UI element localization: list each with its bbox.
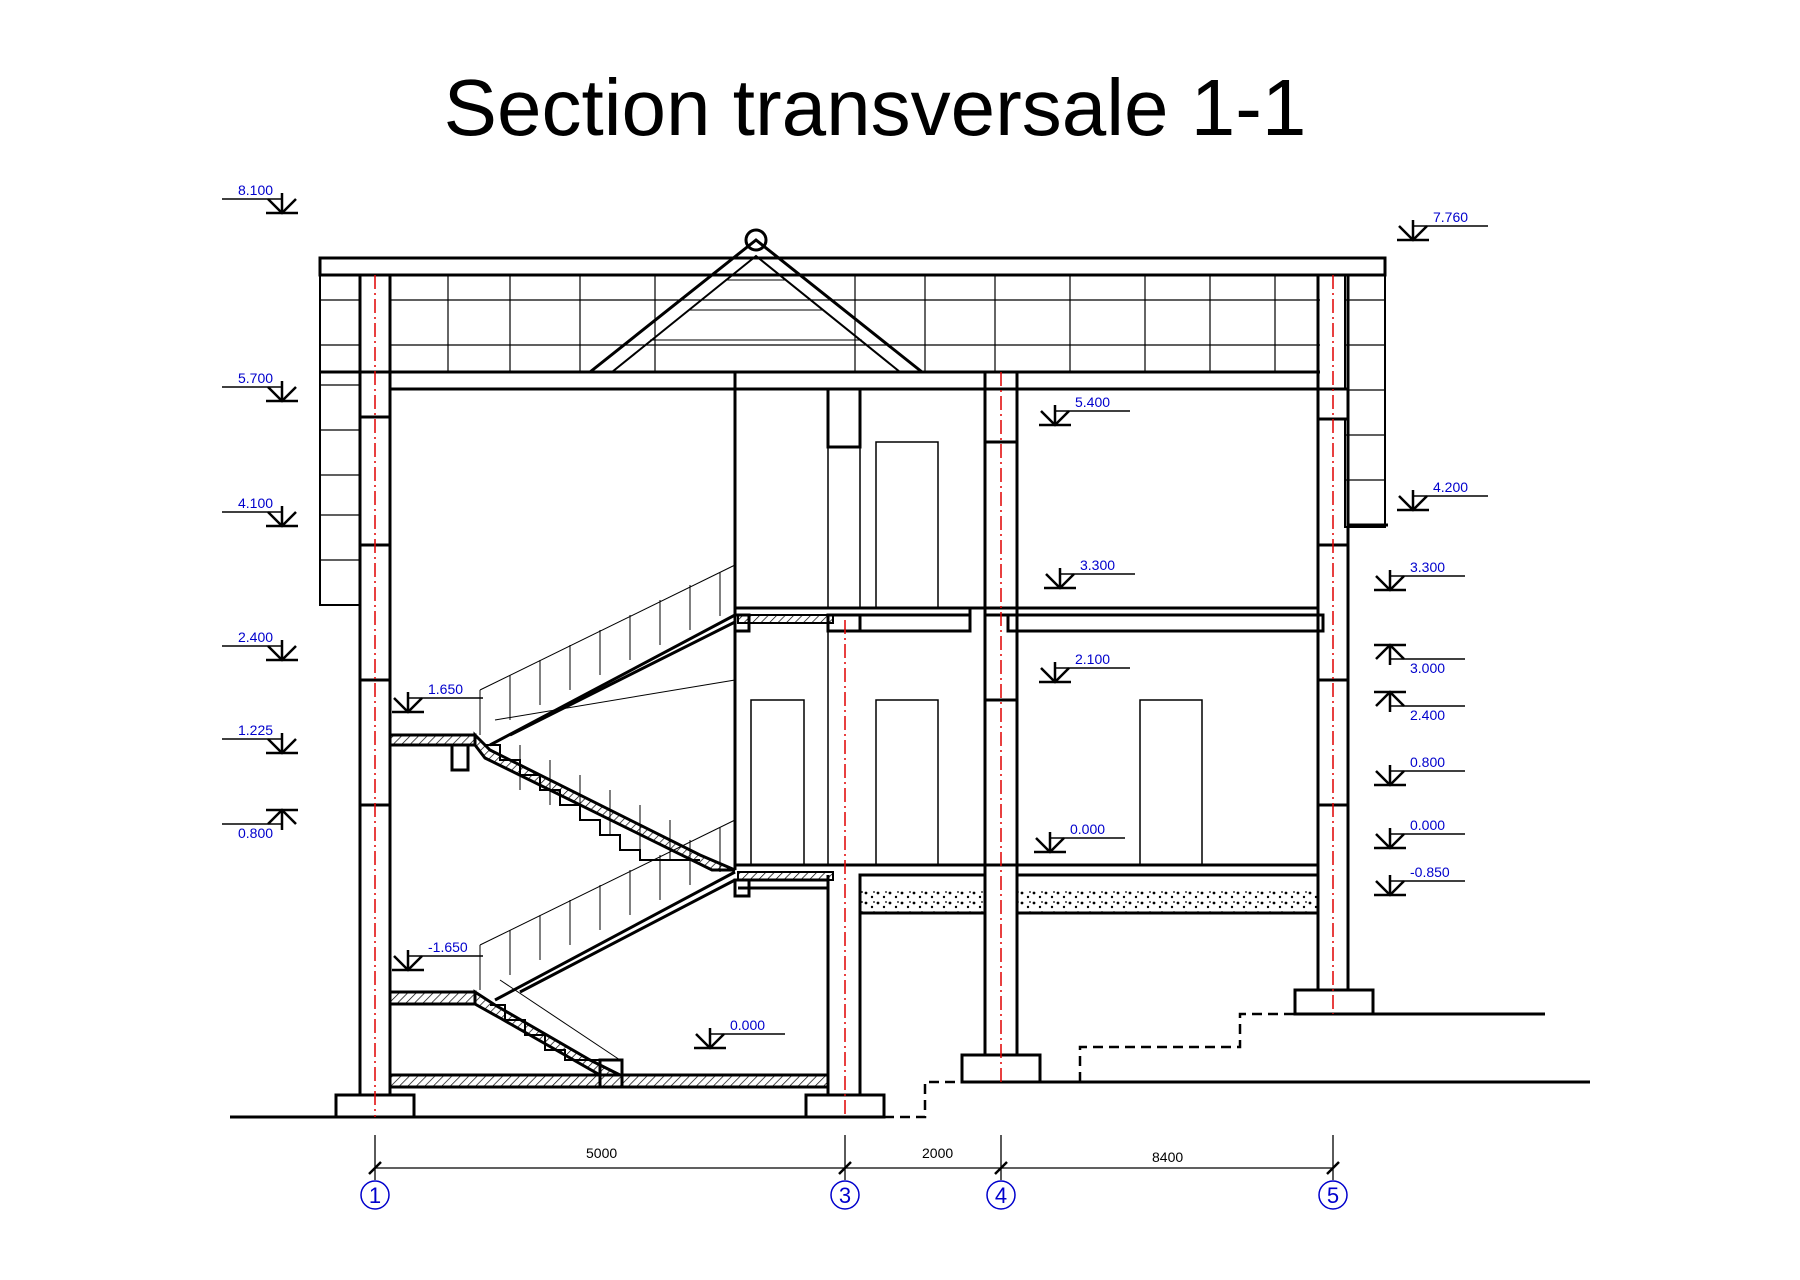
level-marker-interior-4: 1.650 [392, 681, 483, 714]
ground [230, 1012, 1590, 1119]
level-arrow [392, 950, 424, 972]
level-arrow [266, 506, 298, 528]
level-arrow [1374, 875, 1406, 897]
level-label: 2.400 [1410, 707, 1445, 723]
level-label: 5.700 [238, 370, 273, 386]
level-marker-right-4: 2.400 [1374, 690, 1465, 723]
level-label: 0.000 [1410, 817, 1445, 833]
doors [750, 441, 1203, 866]
level-label: 0.000 [730, 1017, 765, 1033]
axis-label-5: 5 [1327, 1183, 1339, 1208]
level-arrow [1374, 828, 1406, 850]
level-label: 5.400 [1075, 394, 1110, 410]
level-arrow [266, 733, 298, 755]
level-marker-interior-6: 0.000 [694, 1017, 785, 1050]
level-marker-interior-2: 2.100 [1039, 651, 1130, 684]
level-label: 0.800 [238, 825, 273, 841]
level-arrow [1397, 490, 1429, 512]
level-arrow [1034, 832, 1066, 854]
level-label: 3.000 [1410, 660, 1445, 676]
level-marker-left-0: 8.100 [222, 182, 298, 215]
axis-label-3: 3 [839, 1183, 851, 1208]
level-marker-right-3: 3.000 [1374, 643, 1465, 676]
level-marker-right-6: 0.000 [1374, 817, 1465, 850]
dim-5000: 5000 [586, 1145, 617, 1161]
level-arrow [1039, 662, 1071, 684]
level-arrow [1374, 690, 1406, 712]
level-marker-interior-5: -1.650 [392, 939, 483, 972]
wall-axis-3 [733, 372, 886, 1119]
dim-8400: 8400 [1152, 1149, 1183, 1165]
roof [318, 228, 1387, 606]
level-marker-interior-1: 3.300 [1044, 557, 1135, 590]
axis-label-1: 1 [369, 1183, 381, 1208]
level-label: -0.850 [1410, 864, 1450, 880]
level-arrow [1374, 570, 1406, 592]
level-label: 1.650 [428, 681, 463, 697]
level-arrow [1039, 405, 1071, 427]
dimension-line [368, 1135, 1340, 1180]
level-marker-left-4: 1.225 [222, 722, 298, 755]
axis-bubble-4: 4 [986, 1180, 1016, 1210]
level-arrow [266, 640, 298, 662]
level-label: -1.650 [428, 939, 468, 955]
level-marker-interior-3: 0.000 [1034, 821, 1125, 854]
level-label: 4.200 [1433, 479, 1468, 495]
level-arrow [392, 692, 424, 714]
level-marker-left-5: 0.800 [222, 808, 298, 841]
level-marker-interior-0: 5.400 [1039, 394, 1130, 427]
floor-0000 [735, 863, 1320, 915]
level-marker-left-3: 2.400 [222, 629, 298, 662]
level-label: 2.400 [238, 629, 273, 645]
level-marker-right-2: 3.300 [1374, 559, 1465, 592]
level-arrow [1374, 643, 1406, 665]
level-label: 4.100 [238, 495, 273, 511]
stairs [388, 564, 830, 1089]
level-arrow [266, 193, 298, 215]
level-marker-right-5: 0.800 [1374, 754, 1465, 787]
axis-bubble-3: 3 [830, 1180, 860, 1210]
axis-bubble-1: 1 [360, 1180, 390, 1210]
level-arrow [1397, 220, 1429, 242]
level-label: 3.300 [1080, 557, 1115, 573]
level-label: 0.800 [1410, 754, 1445, 770]
level-arrow [1044, 568, 1076, 590]
level-arrow [266, 381, 298, 403]
level-label: 0.000 [1070, 821, 1105, 837]
level-arrow [266, 808, 298, 830]
level-marker-right-1: 4.200 [1397, 479, 1488, 512]
level-marker-left-1: 5.700 [222, 370, 298, 403]
level-label: 2.100 [1075, 651, 1110, 667]
level-arrow [694, 1028, 726, 1050]
axis-bubble-5: 5 [1318, 1180, 1348, 1210]
level-marker-right-0: 7.760 [1397, 209, 1488, 242]
level-label: 1.225 [238, 722, 273, 738]
level-label: 7.760 [1433, 209, 1468, 225]
axis-lines [374, 275, 1334, 1117]
level-marker-right-7: -0.850 [1374, 864, 1465, 897]
axis-label-4: 4 [995, 1183, 1007, 1208]
level-label: 8.100 [238, 182, 273, 198]
level-marker-left-2: 4.100 [222, 495, 298, 528]
page-title: Section transversale 1-1 [443, 63, 1307, 152]
dim-2000: 2000 [922, 1145, 953, 1161]
level-arrow [1374, 765, 1406, 787]
floor-3300 [735, 606, 1325, 633]
level-label: 3.300 [1410, 559, 1445, 575]
